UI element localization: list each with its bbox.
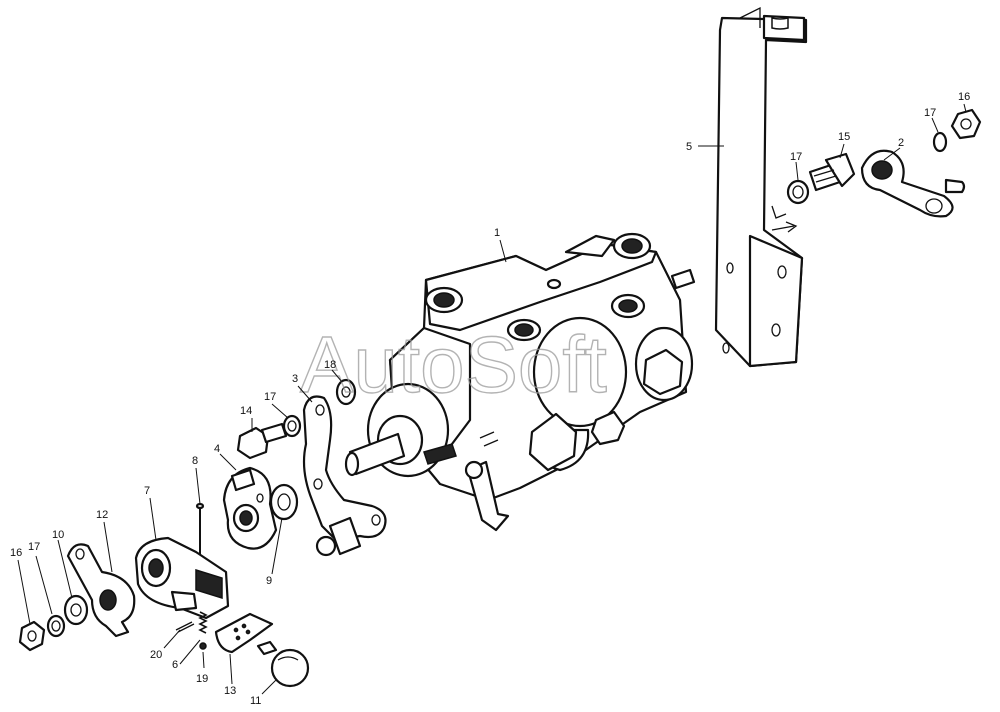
lever-arm-part-2 bbox=[860, 149, 966, 218]
cam-lever-part-4 bbox=[222, 466, 278, 550]
callout-6: 6 bbox=[172, 659, 178, 671]
washer-part-10 bbox=[63, 594, 89, 626]
callout-19: 19 bbox=[196, 673, 208, 685]
callout-4: 4 bbox=[214, 443, 220, 455]
callout-2: 2 bbox=[898, 137, 904, 149]
callout-labels: 1 2 3 4 5 6 7 8 9 10 11 12 13 14 15 16 1… bbox=[10, 91, 970, 707]
lever-part-12 bbox=[66, 543, 136, 638]
valve-body-part-1 bbox=[344, 232, 696, 532]
callout-13: 13 bbox=[224, 685, 236, 697]
lock-washer-part-17-right-a bbox=[786, 179, 810, 205]
nut-part-16-right bbox=[950, 108, 982, 140]
callout-16-right: 16 bbox=[958, 91, 970, 103]
callout-9: 9 bbox=[266, 575, 272, 587]
handle-plate-part-13 bbox=[214, 612, 278, 656]
washer-part-9 bbox=[269, 483, 299, 521]
detent-ball-part-19 bbox=[199, 642, 207, 650]
assembly-direction-marks bbox=[771, 205, 798, 233]
bolt-part-15 bbox=[808, 152, 856, 192]
callout-11: 11 bbox=[250, 695, 261, 707]
callout-15: 15 bbox=[838, 131, 850, 143]
nut-part-16-left bbox=[18, 620, 46, 652]
knob-part-11 bbox=[270, 648, 310, 688]
callout-1: 1 bbox=[494, 227, 500, 239]
cotter-pin-part-20 bbox=[175, 621, 195, 633]
callout-5: 5 bbox=[686, 141, 692, 153]
callout-18: 18 bbox=[324, 359, 336, 371]
callout-17-center: 17 bbox=[264, 391, 276, 403]
lock-washer-part-17-center bbox=[282, 414, 302, 438]
callout-3: 3 bbox=[292, 373, 298, 385]
callout-17-right-a: 17 bbox=[790, 151, 802, 163]
callout-14: 14 bbox=[240, 405, 252, 417]
spring-part-6 bbox=[198, 611, 208, 634]
lock-washer-part-17-left bbox=[46, 614, 66, 638]
flange-plate-part-3 bbox=[302, 395, 387, 557]
mounting-bracket-part-5 bbox=[714, 6, 808, 368]
housing-block-part-7 bbox=[134, 536, 230, 620]
callout-16-left: 16 bbox=[10, 547, 22, 559]
washer-part-18 bbox=[335, 378, 357, 406]
callout-17-right-b: 17 bbox=[924, 107, 936, 119]
callout-17-left: 17 bbox=[28, 541, 40, 553]
leader-lines bbox=[17, 103, 967, 695]
lock-washer-part-17-right-b bbox=[932, 131, 948, 153]
bolt-part-14 bbox=[236, 422, 288, 460]
callout-10: 10 bbox=[52, 529, 64, 541]
watermark-text: AutoSoft bbox=[300, 320, 607, 409]
callout-7: 7 bbox=[144, 485, 150, 497]
callout-8: 8 bbox=[192, 455, 198, 467]
callout-20: 20 bbox=[150, 649, 162, 661]
callout-12: 12 bbox=[96, 509, 108, 521]
